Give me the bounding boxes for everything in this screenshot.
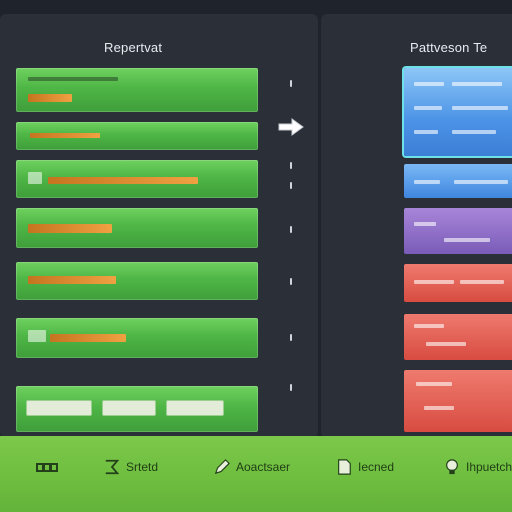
tag-chip[interactable]	[102, 400, 156, 416]
row-label	[414, 180, 440, 184]
row-label	[452, 106, 508, 110]
bottom-toolbar: Srtetd Aoactsaer Iecned Ihpuetch	[0, 436, 512, 512]
toolbar-item-bulb[interactable]: Ihpuetch	[444, 456, 512, 478]
divider-tick	[290, 226, 292, 233]
toolbar-item-grid[interactable]	[34, 456, 66, 478]
row-label	[30, 133, 100, 138]
target-row[interactable]	[404, 164, 512, 198]
row-label	[28, 224, 112, 233]
toolbar-item-sigma[interactable]: Srtetd	[104, 456, 158, 478]
divider-tick	[290, 278, 292, 285]
source-row[interactable]	[16, 160, 258, 198]
row-label	[416, 382, 452, 386]
target-row[interactable]	[404, 314, 512, 360]
toolbar-item-label: Iecned	[358, 460, 395, 474]
row-label	[452, 130, 496, 134]
row-label	[28, 94, 72, 102]
row-label	[28, 172, 42, 184]
pencil-icon	[214, 459, 230, 475]
toolbar-item-label: Ihpuetch	[466, 460, 512, 474]
target-panel-title: Pattveson Te	[410, 40, 488, 55]
row-label	[28, 330, 46, 342]
toolbar-item-pencil[interactable]: Aoactsaer	[214, 456, 290, 478]
row-label	[460, 280, 504, 284]
tag-chip[interactable]	[166, 400, 224, 416]
row-label	[414, 324, 444, 328]
source-row[interactable]	[16, 122, 258, 150]
row-label	[414, 82, 444, 86]
divider-tick	[290, 80, 292, 87]
sigma-icon	[105, 459, 120, 475]
row-label	[414, 280, 454, 284]
row-label	[426, 342, 466, 346]
toolbar-item-label: Aoactsaer	[236, 460, 291, 474]
row-label	[414, 130, 438, 134]
target-row[interactable]	[404, 68, 512, 156]
target-row[interactable]	[404, 370, 512, 432]
divider-tick	[290, 162, 292, 169]
bulb-icon	[446, 459, 458, 475]
toolbar-item-label: Srtetd	[126, 460, 159, 474]
row-label	[454, 180, 508, 184]
arrow-right-icon[interactable]	[278, 118, 304, 136]
row-label	[444, 238, 490, 242]
tag-chip[interactable]	[26, 400, 92, 416]
toolbar-item-page[interactable]: Iecned	[336, 456, 394, 478]
row-label	[424, 406, 454, 410]
grid-icon	[36, 463, 58, 472]
row-label	[414, 106, 442, 110]
target-row[interactable]	[404, 264, 512, 302]
page-icon	[338, 459, 351, 475]
row-label	[48, 177, 198, 184]
tag-row[interactable]	[16, 386, 258, 432]
target-row[interactable]	[404, 208, 512, 254]
row-label	[414, 222, 436, 226]
source-row[interactable]	[16, 68, 258, 112]
row-label	[28, 276, 116, 284]
source-row[interactable]	[16, 318, 258, 358]
source-row[interactable]	[16, 208, 258, 248]
row-label	[28, 77, 118, 81]
row-label	[452, 82, 502, 86]
divider-tick	[290, 334, 292, 341]
divider-tick	[290, 384, 292, 391]
divider-tick	[290, 182, 292, 189]
source-row[interactable]	[16, 262, 258, 300]
source-panel-title: Repertvat	[104, 40, 163, 55]
row-label	[50, 334, 126, 342]
